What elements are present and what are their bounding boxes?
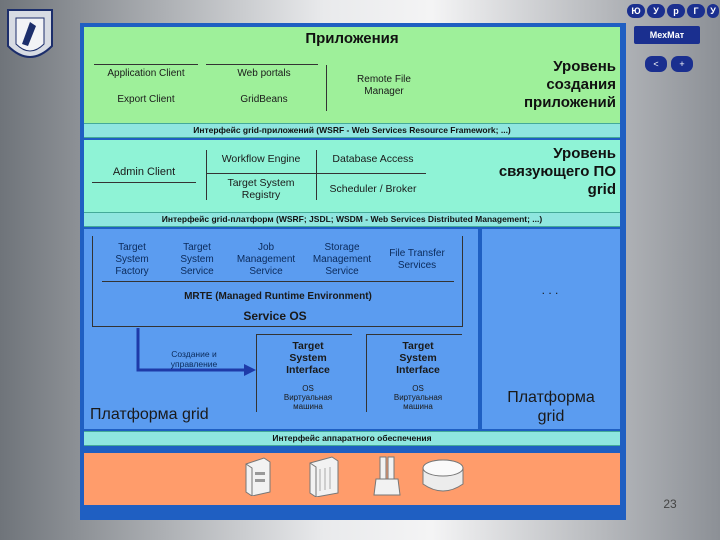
divider bbox=[256, 334, 352, 335]
app-export-client: Export Client bbox=[90, 94, 202, 106]
nav-button-r[interactable]: р bbox=[667, 4, 685, 18]
hardware-layer bbox=[84, 453, 620, 505]
mehmat-button[interactable]: МехМат bbox=[634, 26, 700, 44]
applications-title: Приложения bbox=[84, 30, 620, 47]
divider bbox=[326, 65, 327, 111]
university-logo bbox=[4, 6, 56, 68]
instrument-icon bbox=[370, 455, 402, 499]
middleware-level-label: Уровень связующего ПО grid bbox=[460, 145, 616, 199]
platform-grid-label-right: Платформа grid bbox=[486, 388, 616, 426]
storage-management-service: Storage Management Service bbox=[306, 242, 378, 278]
divider bbox=[366, 334, 367, 412]
mw-workflow-engine: Workflow Engine bbox=[208, 153, 314, 165]
create-manage-label: Создание и управление bbox=[150, 349, 238, 369]
target-system-interface-2: Target System Interface bbox=[376, 340, 460, 376]
server-icon bbox=[242, 456, 272, 496]
divider bbox=[94, 64, 198, 65]
job-management-service: Job Management Service bbox=[230, 242, 302, 278]
divider bbox=[206, 173, 426, 174]
nav-button-g[interactable]: Г bbox=[687, 4, 705, 18]
mw-scheduler-broker: Scheduler / Broker bbox=[318, 183, 428, 195]
os-virtual-machine-1: OS Виртуальная машина bbox=[266, 384, 350, 411]
mw-database-access: Database Access bbox=[318, 153, 428, 165]
applications-level-label: Уровень создания приложений bbox=[468, 58, 616, 112]
nav-button-u2[interactable]: У bbox=[707, 4, 719, 18]
app-remote-file-manager: Remote File Manager bbox=[336, 74, 432, 98]
app-application-client: Application Client bbox=[90, 68, 202, 80]
app-web-portals: Web portals bbox=[210, 68, 318, 80]
target-system-service: Target System Service bbox=[166, 242, 228, 278]
os-virtual-machine-2: OS Виртуальная машина bbox=[376, 384, 460, 411]
nav-button-u[interactable]: У bbox=[647, 4, 665, 18]
target-system-factory: Target System Factory bbox=[98, 242, 166, 278]
divider bbox=[316, 150, 317, 200]
cluster-icon bbox=[306, 455, 340, 497]
app-gridbeans: GridBeans bbox=[210, 94, 318, 106]
page-number: 23 bbox=[650, 498, 690, 510]
mw-admin-client: Admin Client bbox=[92, 166, 196, 178]
nav-back-button[interactable]: < bbox=[645, 56, 667, 72]
divider bbox=[102, 281, 454, 282]
divider bbox=[206, 64, 318, 65]
platform-grid-label: Платформа grid bbox=[90, 406, 240, 424]
storage-disk-icon bbox=[420, 458, 466, 494]
divider bbox=[366, 334, 462, 335]
hardware-interface: Интерфейс аппаратного обеспечения bbox=[84, 431, 620, 446]
divider bbox=[256, 334, 257, 412]
divider bbox=[92, 236, 93, 326]
divider bbox=[206, 150, 207, 200]
file-transfer-services: File Transfer Services bbox=[380, 248, 454, 272]
nav-forward-button[interactable]: + bbox=[671, 56, 693, 72]
service-os-label: Service OS bbox=[200, 310, 350, 322]
divider bbox=[92, 182, 196, 183]
grid-applications-interface: Интерфейс grid-приложений (WSRF - Web Se… bbox=[84, 123, 620, 138]
ellipsis: . . . bbox=[520, 284, 580, 296]
mrte-label: MRTE (Managed Runtime Environment) bbox=[150, 291, 406, 303]
grid-platforms-interface: Интерфейс grid-платформ (WSRF; JSDL; WSD… bbox=[84, 212, 620, 227]
nav-button-yu[interactable]: Ю bbox=[627, 4, 645, 18]
mw-target-system-registry: Target System Registry bbox=[208, 177, 314, 201]
divider bbox=[462, 236, 463, 326]
target-system-interface-1: Target System Interface bbox=[266, 340, 350, 376]
